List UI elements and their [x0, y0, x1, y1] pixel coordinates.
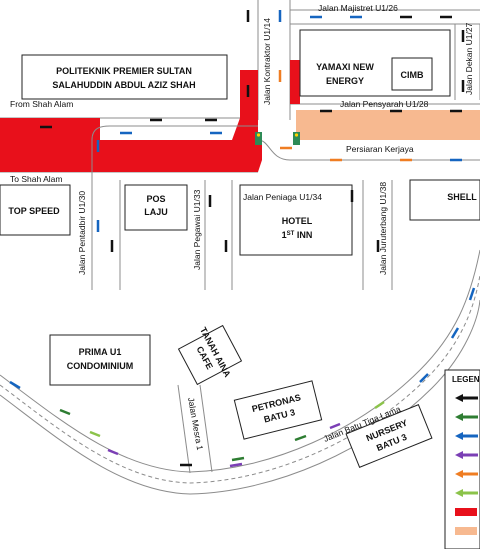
arrow-left-icon [455, 489, 463, 497]
closure-kontraktor-west [232, 70, 258, 140]
road-closure-zones [0, 60, 300, 172]
prima-label-1: PRIMA U1 [79, 347, 122, 357]
tanah-aina-block [177, 324, 243, 386]
road-label-majistret: Jalan Majistret U1/26 [318, 3, 398, 13]
lane-markings [9, 10, 476, 468]
traffic-light-icon [293, 132, 300, 145]
hotel-label-2b: ST [287, 231, 295, 237]
arrow-left-icon [455, 432, 463, 440]
pos-label-2: LAJU [144, 207, 168, 217]
traffic-lights [255, 132, 300, 145]
cimb-label: CIMB [401, 70, 424, 80]
legend-items [455, 394, 478, 535]
hotel-label-1: HOTEL [282, 216, 313, 226]
yamaxi-label-1: YAMAXI NEW [316, 62, 374, 72]
peach-zone-pensyarah [296, 110, 480, 140]
bar-icon [455, 508, 477, 516]
road-label-peniaga: Jalan Peniaga U1/34 [243, 192, 322, 202]
arrow-left-icon [455, 413, 463, 421]
shell-label: SHELL [447, 192, 477, 202]
buildings [0, 29, 480, 468]
road-label-kontraktor: Jalan Kontraktor U1/14 [262, 18, 272, 105]
arrow-left-icon [455, 470, 463, 478]
bar-icon [455, 527, 477, 535]
road-label-juruterbang: Jalan Juruterbang U1/38 [378, 182, 388, 275]
politeknik-block [21, 54, 228, 100]
politeknik-label-2: SALAHUDDIN ABDUL AZIZ SHAH [52, 80, 195, 90]
cimb-block [391, 57, 433, 91]
direction-from-shah-alam: From Shah Alam [10, 99, 73, 109]
hotel-block [239, 184, 353, 256]
hotel-label-2: 1ST INN [282, 230, 313, 240]
hotel-label-2c: INN [294, 230, 312, 240]
arrow-left-icon [455, 394, 463, 402]
hotel-label-2a: 1 [282, 230, 287, 240]
legend-title: LEGEN [452, 375, 480, 384]
road-label-pegawai: Jalan Pegawai U1/33 [192, 189, 202, 270]
closure-center [100, 140, 258, 172]
traffic-light-icon [255, 132, 262, 145]
politeknik-label-1: POLITEKNIK PREMIER SULTAN [56, 66, 192, 76]
road-label-kerjaya: Persiaran Kerjaya [346, 144, 414, 154]
road-label-pensyarah: Jalan Pensyarah U1/28 [340, 99, 429, 109]
direction-to-shah-alam: To Shah Alam [10, 174, 62, 184]
shell-block [409, 179, 480, 221]
legend: LEGEN [444, 369, 480, 549]
pos-laju-block [124, 184, 188, 231]
yamaxi-label-2: ENERGY [326, 76, 364, 86]
petronas-block [233, 380, 323, 440]
closure-curve [258, 140, 262, 172]
prima-label-2: CONDOMINIUM [67, 361, 134, 371]
top-speed-block [0, 184, 71, 236]
top-speed-label: TOP SPEED [8, 206, 60, 216]
road-label-dekan: Jalan Dekan U1/27 [464, 22, 474, 95]
arrow-left-icon [455, 451, 463, 459]
prima-block [49, 334, 151, 386]
road-label-pentadbir: Jalan Pentadbir U1/30 [77, 191, 87, 275]
pos-label-1: POS [146, 194, 165, 204]
nursery-block [345, 404, 433, 468]
closure-kontraktor-east [290, 60, 300, 104]
